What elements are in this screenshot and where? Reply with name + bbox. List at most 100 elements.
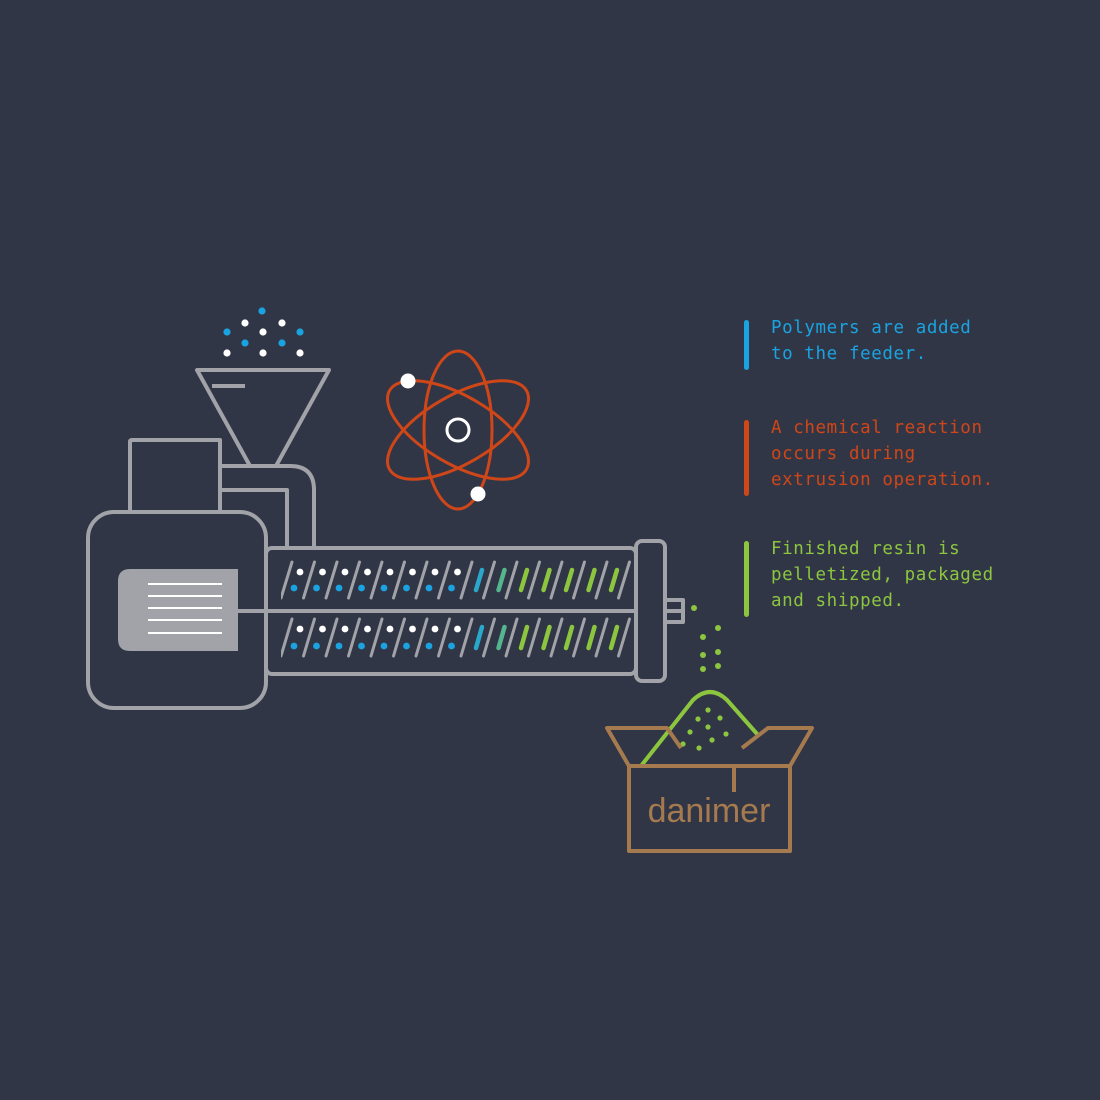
- polymer-particle: [319, 568, 326, 576]
- screw-flight: [594, 560, 609, 600]
- resin-pellet: [696, 745, 702, 751]
- screw-flight: [437, 617, 451, 658]
- resin-pellet: [700, 634, 706, 640]
- screw-flight: [392, 560, 406, 600]
- atom-icon: [386, 349, 530, 511]
- open-box-icon: danimer: [605, 690, 814, 853]
- polymer-particle: [241, 339, 249, 347]
- resin-pellet: [691, 605, 697, 611]
- step-line: Polymers are added: [771, 318, 972, 338]
- screw-flight: [617, 617, 631, 658]
- screw-flight: [281, 560, 294, 600]
- step-line: Finished resin is: [771, 539, 961, 559]
- screw-flight: [369, 560, 384, 600]
- polymer-particle: [278, 319, 286, 327]
- resin-pellet: [705, 724, 711, 730]
- melted-resin: [563, 624, 575, 651]
- polymer-particle: [341, 625, 349, 633]
- resin-pellet: [680, 741, 686, 747]
- polymer-particle: [409, 625, 416, 633]
- screw-flight: [347, 560, 361, 600]
- polymer-particle: [341, 568, 349, 576]
- step-line: to the feeder.: [771, 344, 927, 364]
- screw-flight: [482, 617, 496, 658]
- melted-resin: [473, 624, 485, 651]
- polymer-particle: [431, 625, 439, 633]
- polymer-particle: [296, 625, 304, 633]
- screw-flight: [504, 560, 519, 600]
- polymer-particle: [386, 625, 394, 633]
- melted-resin: [496, 624, 507, 651]
- polymer-particle: [403, 584, 410, 592]
- polymer-particle: [358, 642, 365, 650]
- screw-flight: [459, 617, 474, 658]
- melted-resin: [541, 624, 552, 651]
- melted-resin: [608, 567, 620, 593]
- screw-flight: [324, 617, 339, 658]
- melted-resin: [586, 624, 597, 651]
- screw-flight: [594, 617, 609, 658]
- resin-pellet: [723, 731, 729, 737]
- screw-flight: [302, 617, 316, 658]
- step-line: and shipped.: [771, 591, 905, 611]
- screw-flight: [617, 560, 631, 600]
- polymer-particle: [223, 328, 231, 336]
- polymer-particle: [425, 642, 433, 650]
- melted-resin: [518, 624, 530, 651]
- screw-flight: [482, 560, 496, 600]
- polymer-particle: [448, 584, 455, 592]
- screw-flight: [437, 560, 451, 600]
- step-marker: [744, 320, 749, 370]
- step-text: Finished resin is pelletized, packaged a…: [771, 536, 994, 614]
- resin-pellet: [700, 652, 706, 658]
- resin-pellet: [715, 663, 721, 669]
- polymer-particle: [454, 625, 461, 633]
- step-line: occurs during: [771, 444, 916, 464]
- screw-flight: [549, 617, 564, 658]
- screw-flight: [324, 560, 339, 600]
- resin-pellet: [687, 729, 693, 735]
- step-chemical-reaction: A chemical reaction occurs during extrus…: [744, 418, 1084, 496]
- resin-pellet: [709, 737, 715, 743]
- step-text: A chemical reaction occurs during extrus…: [771, 415, 994, 493]
- screw-flight: [527, 560, 541, 600]
- melted-resin: [496, 567, 507, 593]
- polymer-particle: [335, 584, 343, 592]
- polymer-particle: [380, 642, 388, 650]
- polymer-particle: [380, 584, 388, 592]
- melted-resin: [473, 567, 485, 593]
- melted-resin: [586, 567, 597, 593]
- polymer-particle: [259, 328, 267, 336]
- screw-flight: [392, 617, 406, 658]
- funnel-icon: [195, 368, 331, 468]
- resin-pellet: [695, 716, 701, 722]
- melted-resin: [563, 567, 575, 593]
- screw-flight: [572, 617, 586, 658]
- screw-flight: [549, 560, 564, 600]
- screw-flight: [572, 560, 586, 600]
- screw-flight: [414, 560, 429, 600]
- resin-pellet: [717, 715, 723, 721]
- polymer-particle: [335, 642, 343, 650]
- step-marker: [744, 541, 749, 617]
- step-polymers-added: Polymers are added to the feeder.: [744, 318, 1084, 370]
- polymer-particle: [454, 568, 461, 576]
- polymer-particle: [259, 349, 267, 357]
- screw-flight: [414, 617, 429, 658]
- step-line: pelletized, packaged: [771, 565, 994, 585]
- step-text: Polymers are added to the feeder.: [771, 315, 971, 367]
- polymer-particle: [425, 584, 433, 592]
- step-line: A chemical reaction: [771, 418, 983, 438]
- extruder-screws: [281, 560, 631, 658]
- polymer-particle: [364, 568, 371, 576]
- polymer-particle: [258, 307, 266, 315]
- resin-pellet: [715, 625, 721, 631]
- screw-flight: [347, 617, 361, 658]
- polymer-particle: [296, 328, 304, 336]
- screw-flight: [281, 617, 294, 658]
- polymer-particle: [386, 568, 394, 576]
- polymer-particle: [278, 339, 286, 347]
- screw-flight: [302, 560, 316, 600]
- polymer-particle: [313, 584, 320, 592]
